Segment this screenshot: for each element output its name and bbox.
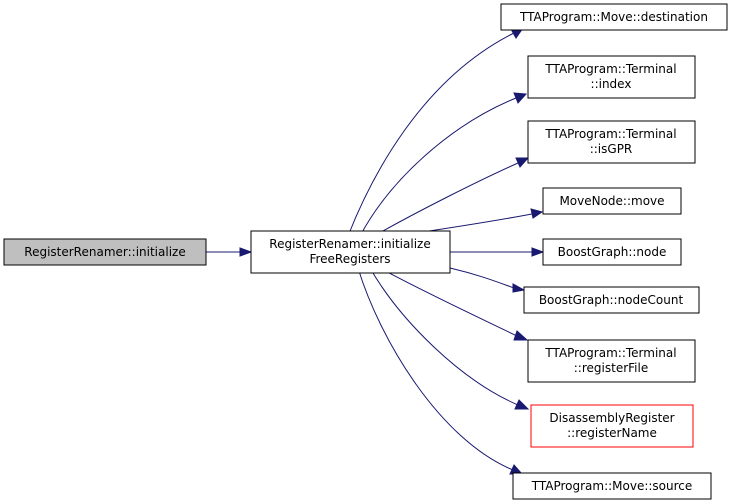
edge-to-move-source [357, 267, 524, 475]
callee-label-line2: ::registerFile [574, 361, 648, 375]
callee-label: TTAProgram::Terminal [544, 346, 676, 360]
callee-node-move-source[interactable]: TTAProgram::Move::source [512, 472, 712, 500]
callee-label: DisassemblyRegister [549, 411, 674, 425]
callee-label: TTAProgram::Move::destination [519, 10, 708, 24]
edge-to-terminal-isgpr [373, 157, 530, 237]
function-node-line2: FreeRegisters [309, 252, 390, 266]
callee-label: BoostGraph::node [558, 245, 667, 259]
callee-label-line2: ::isGPR [590, 142, 633, 156]
edge-to-move-destination [347, 27, 525, 237]
edge-to-boostgraph-nodecount [449, 267, 526, 293]
edge-to-terminal-index [359, 92, 528, 237]
callee-label: BoostGraph::nodeCount [539, 293, 684, 307]
callee-node-boostgraph-nodecount[interactable]: BoostGraph::nodeCount [523, 286, 700, 314]
edge-to-terminal-registerfile [379, 267, 529, 341]
callee-node-terminal-index[interactable]: TTAProgram::Terminal ::index [527, 55, 696, 99]
callee-node-movenode-move[interactable]: MoveNode::move [542, 187, 682, 215]
callee-label: TTAProgram::Move::source [531, 479, 693, 493]
callee-label: MoveNode::move [559, 194, 664, 208]
callee-node-disassembly-registername[interactable]: DisassemblyRegister ::registerName [530, 404, 694, 448]
callee-node-boostgraph-node[interactable]: BoostGraph::node [542, 238, 682, 266]
edge-to-boostgraph-node [450, 247, 545, 257]
callee-label: TTAProgram::Terminal [544, 62, 676, 76]
caller-node-label: RegisterRenamer::initialize [24, 245, 185, 259]
callee-node-terminal-registerfile[interactable]: TTAProgram::Terminal ::registerFile [527, 339, 696, 383]
callee-node-move-destination[interactable]: TTAProgram::Move::destination [500, 3, 728, 31]
caller-node[interactable]: RegisterRenamer::initialize [3, 238, 207, 266]
callee-label: TTAProgram::Terminal [544, 127, 676, 141]
callee-label-line2: ::index [591, 77, 632, 91]
callee-label-line2: ::registerName [567, 426, 657, 440]
edge-to-disassembly-registername [369, 267, 530, 410]
callee-node-terminal-isgpr[interactable]: TTAProgram::Terminal ::isGPR [527, 120, 696, 164]
function-node[interactable]: RegisterRenamer::initialize FreeRegister… [250, 230, 451, 274]
edge-caller-to-function [206, 247, 253, 257]
function-node-line1: RegisterRenamer::initialize [269, 237, 430, 251]
